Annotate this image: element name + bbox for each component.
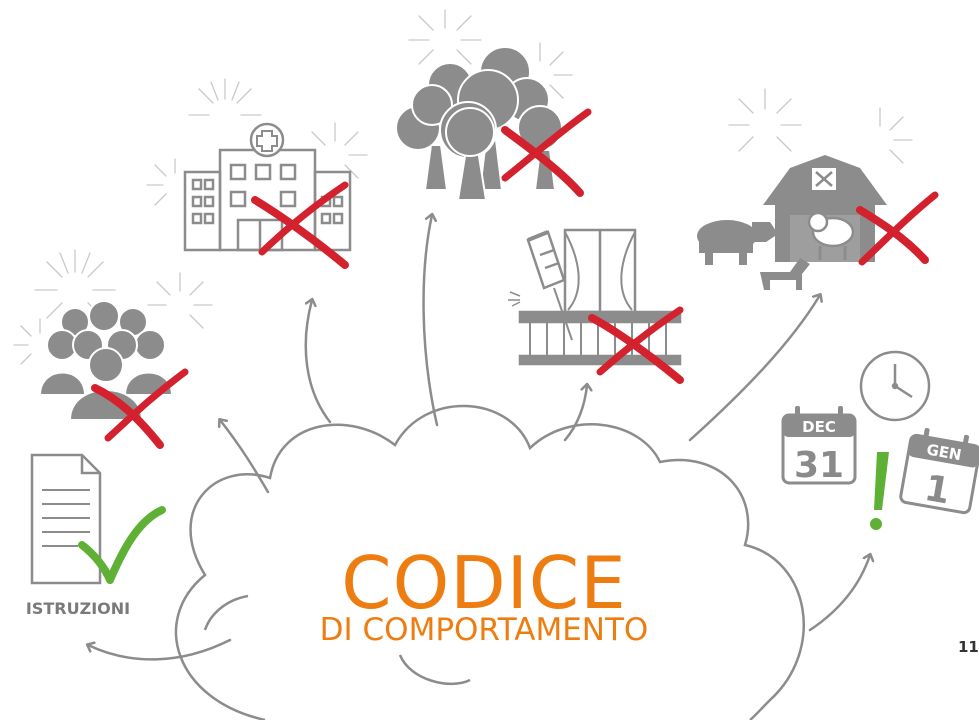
clock-icon	[859, 350, 931, 422]
calendar-jan-icon: GEN 1	[899, 427, 979, 515]
balcony-rocket-icon	[508, 228, 682, 366]
page-number: 11	[958, 638, 979, 656]
red-crosses	[91, 108, 939, 449]
document-icon	[30, 453, 102, 585]
arrow-to-farm	[688, 295, 820, 442]
calendar-jan-month: GEN	[925, 440, 963, 464]
arrow-to-balcony	[563, 385, 587, 442]
instructions-label: ISTRUZIONI	[26, 599, 130, 618]
exclamation-icon	[870, 452, 889, 530]
hospital-icon	[183, 122, 352, 252]
arrow-to-crowd	[220, 420, 270, 494]
trees-icon	[395, 46, 563, 201]
calendar-dec-day: 31	[794, 445, 844, 486]
cross-crowd	[91, 368, 189, 449]
diagram-subtitle: DI COMPORTAMENTO	[320, 612, 649, 648]
cross-farm	[856, 191, 939, 266]
arrows	[88, 215, 870, 661]
cross-balcony	[588, 306, 684, 384]
cross-hospital	[251, 181, 349, 269]
check-icon	[78, 506, 166, 584]
diagram-title: CODICE	[341, 541, 626, 625]
arrow-to-trees	[422, 215, 439, 427]
calendar-dec-icon: DEC 31	[781, 406, 857, 486]
firework-bursts	[13, 9, 913, 365]
crowd-icon	[38, 300, 174, 421]
farm-animals-icon	[697, 155, 887, 290]
calendar-dec-month: DEC	[802, 418, 836, 436]
arrow-to-calendar	[808, 555, 870, 632]
cloud-shape	[174, 404, 805, 720]
arrow-to-hospital	[304, 300, 332, 424]
cross-trees	[501, 108, 592, 197]
arrow-to-instructions	[88, 638, 232, 661]
